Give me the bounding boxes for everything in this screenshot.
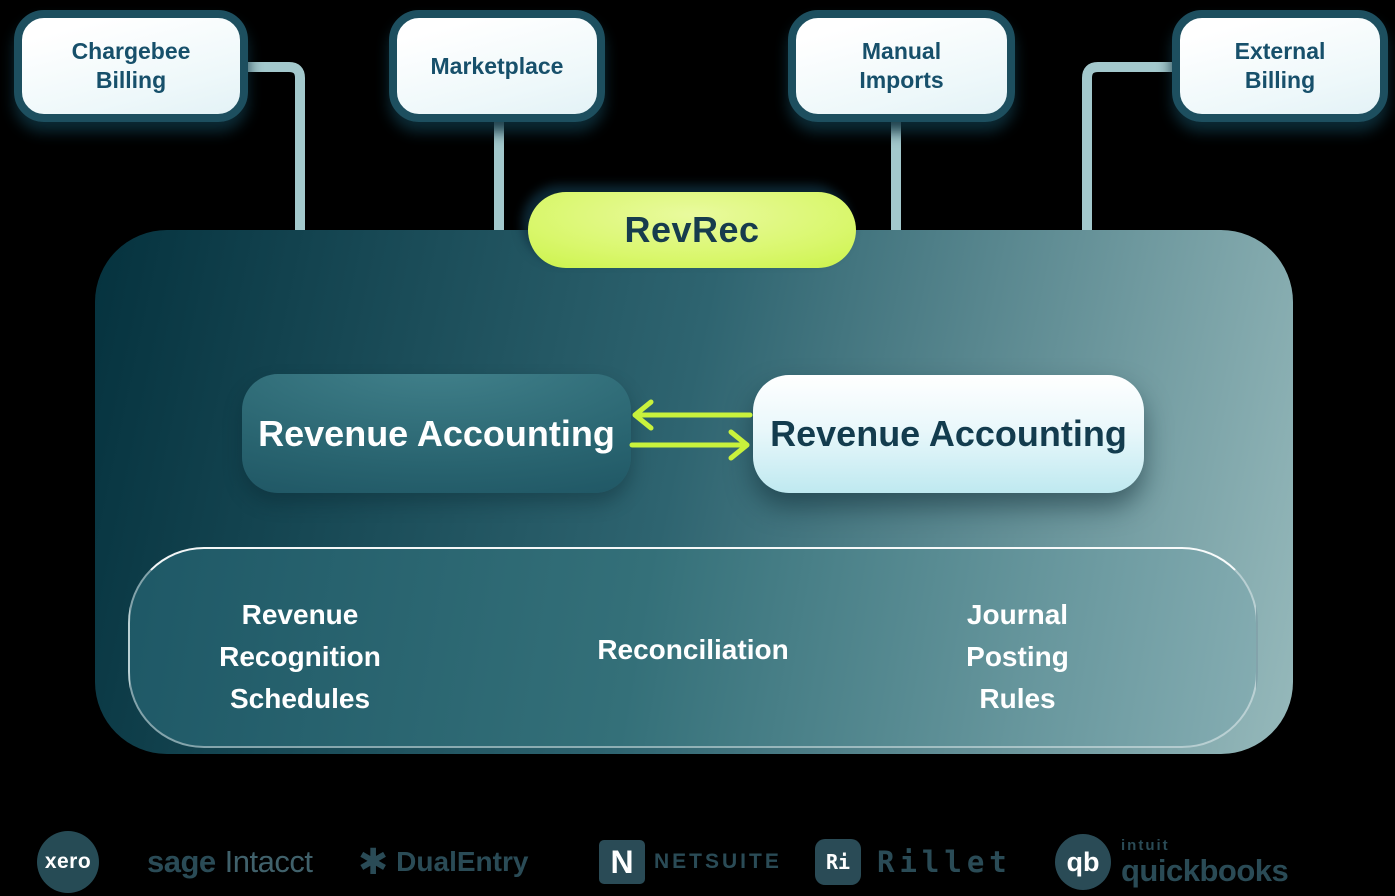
quickbooks-name: quickbooks (1121, 853, 1289, 888)
arrow-right-icon (629, 429, 750, 461)
revenue-accounting-box-external: Revenue Accounting (753, 375, 1144, 493)
source-box-external-billing: External Billing (1172, 10, 1388, 122)
logo-rillet: Ri Rillet (815, 826, 1012, 896)
revenue-accounting-label: Revenue Accounting (770, 413, 1127, 454)
logo-xero: xero (37, 826, 99, 896)
feature-journal-posting-rules: Journal Posting Rules (966, 599, 1069, 714)
revenue-accounting-label: Revenue Accounting (258, 412, 615, 454)
connector-external-billing (1082, 62, 1174, 240)
rillet-ri-icon: Ri (815, 839, 861, 885)
connector-chargebee-billing (246, 62, 305, 240)
arrow-left-icon (632, 399, 753, 431)
netsuite-n-glyph: N (610, 843, 634, 880)
quickbooks-qb-icon: qb (1055, 834, 1111, 890)
source-label: Marketplace (430, 52, 564, 79)
rillet-wordmark: Rillet (877, 845, 1012, 879)
revrec-badge: RevRec (528, 192, 856, 268)
xero-logo-icon: xero (37, 831, 99, 893)
source-label: External Billing (1234, 38, 1326, 93)
logo-quickbooks: qb intuit quickbooks (1055, 826, 1289, 896)
revenue-accounting-box-internal: Revenue Accounting (242, 374, 631, 493)
source-box-chargebee-billing: Chargebee Billing (14, 10, 248, 122)
quickbooks-qb-glyph: qb (1066, 846, 1100, 877)
source-box-manual-imports: Manual Imports (788, 10, 1015, 122)
logo-dualentry: ✱ DualEntry (358, 826, 528, 896)
feature-revenue-recognition-schedules: Revenue Recognition Schedules (219, 599, 381, 714)
logo-netsuite: N NETSUITE (599, 826, 782, 896)
revrec-badge-label: RevRec (624, 209, 760, 250)
source-label: Manual Imports (859, 38, 944, 93)
dualentry-wordmark: DualEntry (396, 846, 529, 877)
logo-sage-intacct: sage Intacct (147, 826, 313, 896)
features-bar: Revenue Recognition Schedules Reconcilia… (128, 547, 1258, 748)
sage-wordmark: sage (147, 844, 216, 879)
sync-arrows (629, 399, 753, 461)
intuit-wordmark: intuit (1121, 837, 1170, 854)
feature-reconciliation: Reconciliation (597, 634, 789, 665)
xero-wordmark: xero (44, 850, 92, 873)
quickbooks-wordmark: intuit quickbooks (1121, 837, 1289, 888)
dualentry-asterisk-icon: ✱ (358, 841, 389, 882)
source-label: Chargebee Billing (71, 38, 191, 93)
intacct-wordmark: Intacct (224, 844, 313, 879)
source-box-marketplace: Marketplace (389, 10, 605, 122)
netsuite-wordmark: NETSUITE (654, 850, 782, 873)
netsuite-n-icon: N (599, 840, 645, 884)
rillet-ri-glyph: Ri (825, 850, 851, 874)
integrations-row: xero sage Intacct ✱ DualEntry N NETSUITE… (0, 826, 1395, 896)
